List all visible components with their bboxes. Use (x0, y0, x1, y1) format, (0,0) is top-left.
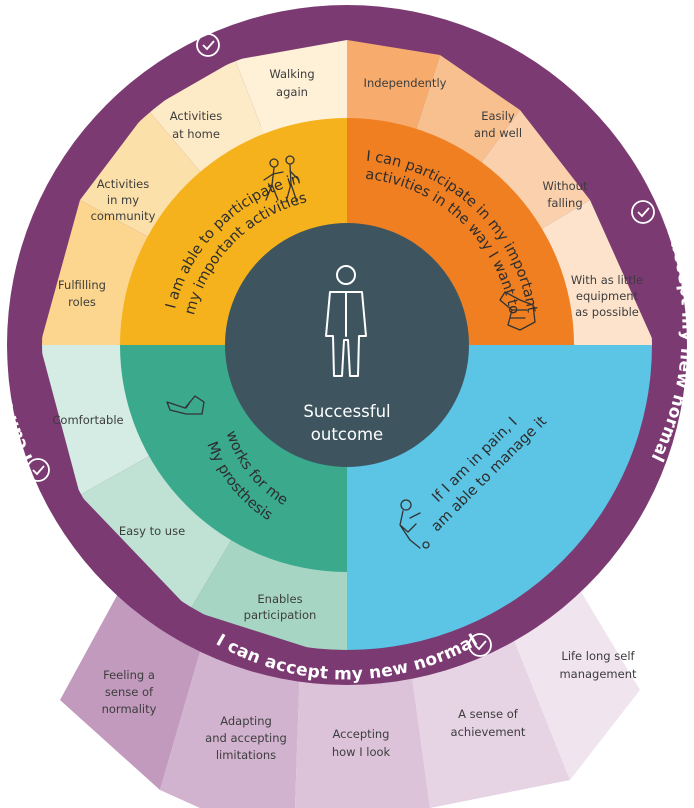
bottom-segment-accepting-look (295, 662, 430, 808)
prosthetic-leg-icon (166, 395, 205, 415)
segment-label-line: Enables (257, 592, 302, 606)
segment-label-line: Walking (269, 67, 314, 81)
segment-label-line: as possible (575, 305, 639, 319)
segment-comfortable: Comfortable (52, 413, 123, 427)
check-badge-icon (196, 33, 220, 57)
segment-label-line: equipment (576, 289, 639, 303)
bottom-label-normality: Feeling a sense of normality (102, 668, 157, 716)
segment-label-line: Accepting (333, 727, 390, 741)
person-in-pain-icon (399, 499, 430, 549)
segment-label-line: participation (244, 608, 317, 622)
person-prosthetic-leg-icon (325, 265, 367, 377)
bottom-fan (60, 590, 640, 808)
segment-activities-home: Activities at home (170, 109, 222, 141)
segment-label-line: Activities (170, 109, 222, 123)
segment-label-line: Adapting (220, 714, 272, 728)
segment-label-line: Easily (481, 109, 515, 123)
check-badge-icon (26, 458, 50, 482)
bottom-segment-achievement (410, 630, 570, 808)
bottom-label-self-management: Life long self management (559, 649, 637, 681)
segment-easily-well: Easily and well (474, 109, 522, 140)
segment-little-equipment: With as little equipment as possible (571, 273, 643, 319)
bottom-segment-self-management (510, 590, 640, 780)
segment-label-line: again (276, 85, 308, 99)
segment-label-line: Activities (97, 177, 149, 191)
bottom-label-achievement: A sense of achievement (451, 707, 526, 739)
segment-label-line: falling (547, 196, 582, 210)
segment-walking-again: Walking again (269, 67, 314, 99)
segment-activities-community: Activities in my community (91, 177, 156, 223)
bottom-label-accepting-look: Accepting how I look (332, 727, 391, 759)
segment-label-line: sense of (105, 685, 154, 699)
segment-label-line: Feeling a (103, 668, 155, 682)
check-badge-icon (631, 200, 655, 224)
segment-easy-to-use: Easy to use (119, 524, 185, 538)
segment-label-line: and well (474, 126, 522, 140)
segment-label-line: Independently (364, 76, 447, 90)
segment-label-line: Easy to use (119, 524, 185, 538)
segment-independently: Independently (364, 76, 447, 90)
segment-label-line: achievement (451, 725, 526, 739)
center-circle (225, 223, 469, 467)
segment-label-line: and accepting (205, 731, 287, 745)
segment-label-line: Fulfilling (58, 278, 106, 292)
segment-without-falling: Without falling (543, 179, 588, 210)
people-walking-icon (263, 155, 300, 203)
center-line-1: Successful (303, 402, 390, 421)
segment-label-line: limitations (216, 748, 276, 762)
segment-label-line: how I look (332, 745, 391, 759)
segment-label-line: at home (172, 127, 220, 141)
check-badge-icon (468, 633, 492, 657)
segment-fulfilling-roles: Fulfilling roles (58, 278, 106, 309)
segment-label-line: normality (102, 702, 157, 716)
segment-label-line: community (91, 209, 156, 223)
segment-label-line: Without (543, 179, 588, 193)
segment-label-line: in my (107, 193, 139, 207)
segment-label-line: Life long self (561, 649, 635, 663)
segment-label-line: management (559, 667, 637, 681)
bottom-segment-adapting (160, 635, 300, 808)
segment-label-line: Comfortable (52, 413, 123, 427)
segment-label-line: roles (68, 295, 96, 309)
segment-label-line: With as little (571, 273, 643, 287)
segment-enables-participation: Enables participation (244, 592, 317, 622)
bottom-segment-normality (60, 590, 205, 790)
bottom-label-adapting: Adapting and accepting limitations (205, 714, 287, 762)
segment-label-line: A sense of (458, 707, 519, 721)
center-line-2: outcome (311, 425, 383, 444)
prosthetic-hand-icon (499, 291, 536, 331)
